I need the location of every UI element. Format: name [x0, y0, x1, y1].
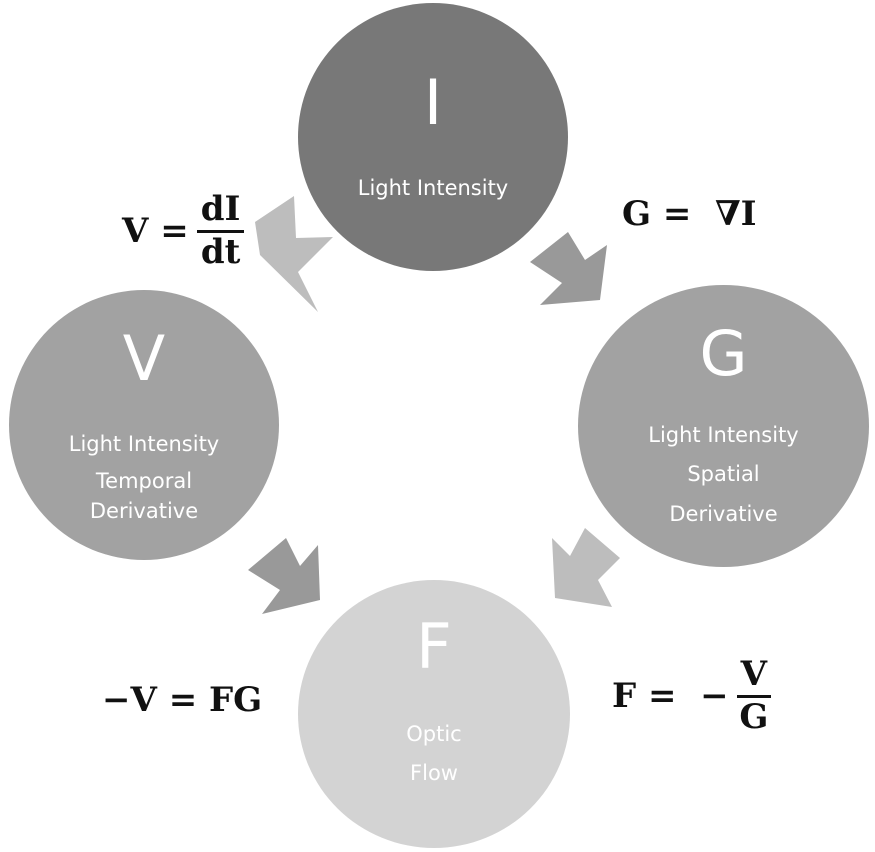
equation-temporal-fraction: dI dt — [196, 191, 245, 272]
node-spatial-derivative-letter: G — [699, 317, 748, 390]
equation-optic-flow-numerator: V — [736, 656, 772, 698]
arrow-intensity-to-temporal — [255, 196, 333, 312]
node-spatial-derivative — [578, 285, 869, 567]
node-light-intensity — [298, 3, 568, 271]
equation-optic-flow-denominator: G — [739, 696, 769, 737]
equation-optic-flow-fraction: V G — [736, 656, 772, 737]
equation-optic-flow-lhs: F = − — [612, 676, 729, 717]
node-optic-flow-line1: Optic — [406, 722, 462, 746]
node-spatial-derivative-line3: Derivative — [669, 501, 778, 526]
node-spatial-derivative-text: G Light Intensity Spatial Derivative — [578, 323, 869, 529]
node-light-intensity-label: Light Intensity — [357, 176, 509, 200]
arrow-temporal-to-flow — [248, 538, 320, 614]
equation-temporal-derivative: V = dI dt — [122, 191, 245, 272]
node-temporal-derivative-line3: Derivative — [89, 498, 199, 523]
node-optic-flow-text: F Optic Flow — [298, 616, 570, 789]
node-temporal-derivative-text: V Light Intensity Temporal Derivative — [9, 328, 279, 526]
node-spatial-derivative-line1: Light Intensity — [648, 423, 799, 447]
equation-flow-constraint: −V = FG — [102, 680, 262, 720]
node-spatial-derivative-line2: Spatial — [687, 462, 760, 487]
equation-temporal-lhs: V = — [122, 211, 189, 252]
node-temporal-derivative-line1: Light Intensity — [68, 432, 220, 456]
arrow-intensity-to-spatial — [530, 232, 607, 305]
node-temporal-derivative-letter: V — [122, 322, 166, 395]
node-optic-flow — [298, 580, 570, 848]
node-optic-flow-line2: Flow — [410, 761, 458, 786]
equation-flow-constraint-text: −V = FG — [102, 680, 263, 720]
node-light-intensity-letter: I — [423, 66, 443, 139]
node-temporal-derivative-line2: Temporal — [95, 469, 193, 494]
node-optic-flow-letter: F — [416, 610, 452, 683]
arrow-spatial-to-flow — [552, 528, 620, 607]
equation-temporal-denominator: dt — [200, 231, 241, 272]
equation-spatial-gradient: G = ∇I — [622, 194, 757, 234]
node-temporal-derivative — [9, 290, 279, 560]
node-light-intensity-text: I Light Intensity — [298, 72, 568, 203]
equation-temporal-numerator: dI — [196, 191, 245, 233]
equation-optic-flow: F = − V G — [612, 656, 772, 737]
equation-spatial-text: G = ∇I — [622, 194, 757, 234]
